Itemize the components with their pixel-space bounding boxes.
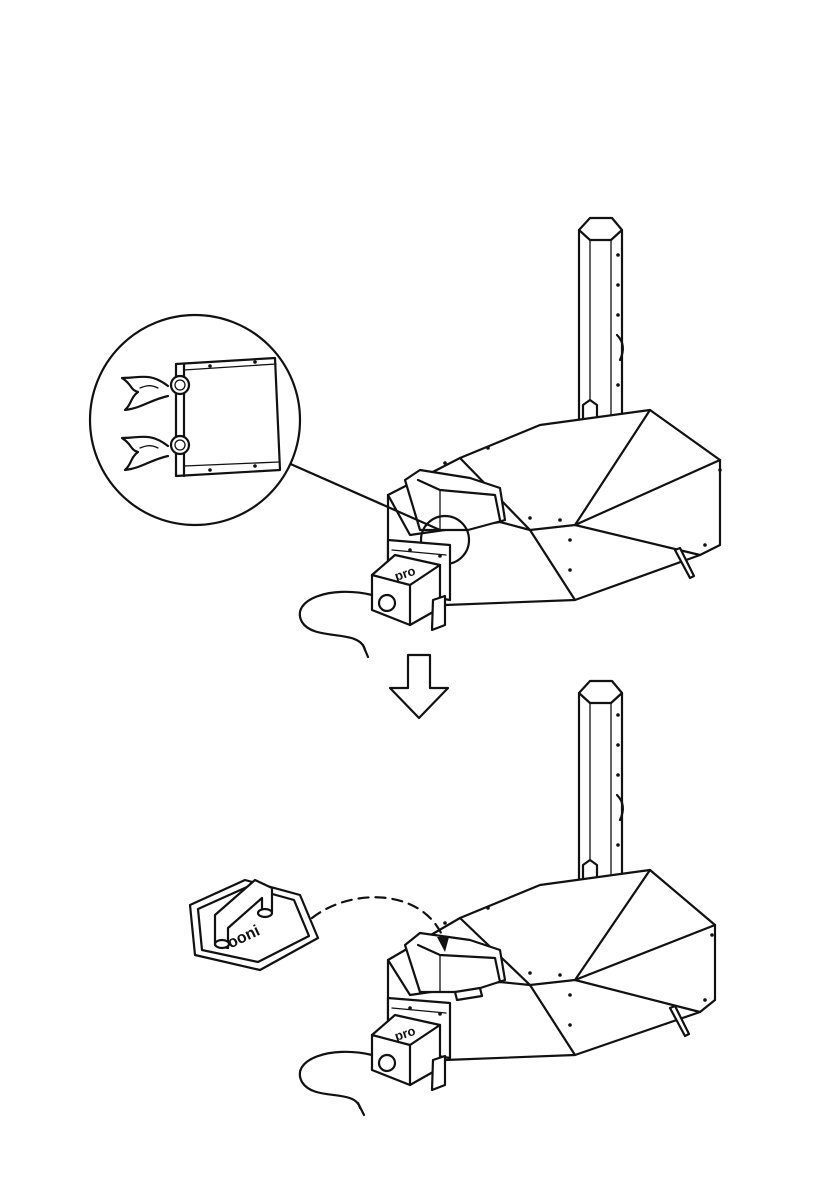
bottom-gas-burner: pro — [372, 1015, 445, 1090]
dashed-placement-arrow — [312, 897, 442, 935]
bottom-control-knob — [379, 1055, 395, 1071]
burner-lid-plate: ooni — [190, 880, 318, 970]
down-arrow-icon — [390, 655, 448, 718]
magnified-burner — [171, 358, 280, 476]
top-gas-burner: pro — [372, 555, 445, 630]
top-control-knob — [379, 595, 395, 611]
bottom-chimney — [579, 681, 623, 886]
top-gas-hose — [300, 592, 372, 650]
burner-port-lower — [171, 436, 189, 454]
burner-port-upper — [171, 376, 189, 394]
top-oven: pro — [300, 218, 722, 657]
bottom-gas-hose — [300, 1052, 372, 1108]
top-chimney — [579, 218, 623, 426]
